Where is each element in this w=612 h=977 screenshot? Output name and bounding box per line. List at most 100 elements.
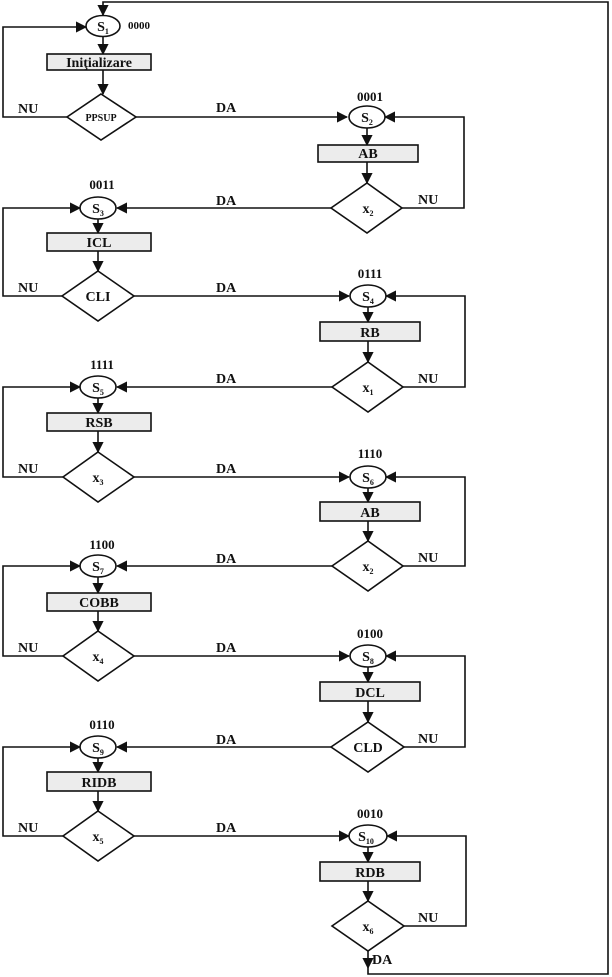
- edge-label-no: NU: [18, 462, 38, 477]
- edge-label-yes: DA: [216, 462, 237, 477]
- svg-text:Iniţializare: Iniţializare: [66, 56, 132, 71]
- svg-text:PPSUP: PPSUP: [85, 113, 116, 124]
- decision-cld: CLD: [329, 721, 406, 773]
- svg-text:ICL: ICL: [87, 236, 112, 251]
- edge-label-no: NU: [18, 102, 38, 117]
- edge-label-no: NU: [418, 551, 438, 566]
- svg-text:RIDB: RIDB: [81, 776, 116, 791]
- return-loop-line: [97, 1, 609, 975]
- loop-no-line: [2, 202, 82, 297]
- loop-no-line: [385, 830, 467, 927]
- action-box-ridb: RIDB: [46, 771, 152, 792]
- state-code-s1: 0000: [128, 20, 151, 32]
- action-box-rdb: RDB: [319, 861, 421, 882]
- edge-label-no: NU: [18, 641, 38, 656]
- svg-text:x3: x3: [93, 471, 104, 487]
- action-box-cobb: COBB: [46, 592, 152, 612]
- svg-text:RDB: RDB: [355, 866, 385, 881]
- decision-x3: x3: [61, 451, 136, 503]
- edge-label-yes: DA: [216, 372, 237, 387]
- state-code-s9: 0110: [89, 717, 114, 732]
- svg-text:x4: x4: [93, 650, 104, 666]
- action-box-ab: AB: [317, 144, 419, 163]
- loop-no-line: [2, 381, 82, 478]
- loop-no-line: [2, 741, 82, 837]
- decision-x5: x5: [61, 810, 136, 862]
- state-node-s6: S6: [349, 465, 387, 489]
- state-code-s10: 0010: [357, 806, 383, 821]
- edge-label-no: NU: [18, 281, 38, 296]
- svg-text:S6: S6: [362, 471, 374, 487]
- state-code-s4: 0111: [358, 266, 383, 281]
- svg-text:CLI: CLI: [86, 290, 111, 305]
- edge-label-yes: DA: [216, 641, 237, 656]
- loop-no-line: [2, 560, 82, 657]
- state-code-s8: 0100: [357, 626, 383, 641]
- svg-text:CLD: CLD: [353, 741, 383, 756]
- loop-no-line: [383, 111, 465, 209]
- action-box-dcl: DCL: [319, 681, 421, 702]
- action-box-icl: ICL: [46, 232, 152, 252]
- loop-no-line: [384, 650, 466, 748]
- decision-x1: x1: [330, 361, 405, 413]
- svg-text:S10: S10: [358, 830, 374, 846]
- loop-no-line: [2, 21, 88, 118]
- svg-text:x2: x2: [363, 202, 374, 218]
- edge-label-yes: DA: [216, 101, 237, 116]
- action-box-ab: AB: [319, 501, 421, 522]
- decision-ppsup: PPSUP: [65, 93, 138, 141]
- edge-label-no: NU: [418, 732, 438, 747]
- svg-text:x1: x1: [363, 381, 374, 397]
- state-code-s2: 0001: [357, 89, 383, 104]
- svg-text:COBB: COBB: [79, 596, 119, 611]
- state-node-s2: S2: [348, 105, 386, 129]
- svg-text:S7: S7: [92, 560, 104, 576]
- state-node-s8: S8: [349, 644, 387, 668]
- svg-text:AB: AB: [358, 147, 377, 162]
- decision-x2: x2: [329, 182, 404, 234]
- action-box-initializare: Iniţializare: [46, 53, 152, 71]
- svg-text:RSB: RSB: [85, 416, 112, 431]
- edge-label-yes: DA: [216, 281, 237, 296]
- svg-text:S9: S9: [92, 741, 104, 757]
- svg-text:x2: x2: [363, 560, 374, 576]
- svg-text:S2: S2: [361, 111, 373, 127]
- state-node-s9: S9: [79, 735, 117, 759]
- decision-x4: x4: [61, 630, 136, 682]
- state-node-s3: S3: [79, 196, 117, 220]
- state-code-s7: 1100: [89, 537, 114, 552]
- svg-text:x6: x6: [363, 920, 374, 936]
- action-box-rsb: RSB: [46, 412, 152, 432]
- edge-label-yes: DA: [372, 953, 393, 968]
- svg-text:S8: S8: [362, 650, 374, 666]
- loop-no-line: [384, 290, 466, 388]
- edge-label-yes: DA: [216, 733, 237, 748]
- edge-label-no: NU: [418, 372, 438, 387]
- action-box-rb: RB: [319, 321, 421, 342]
- state-node-s1: S1: [85, 14, 121, 38]
- edge-label-yes: DA: [216, 821, 237, 836]
- state-node-s7: S7: [79, 554, 117, 578]
- state-code-s6: 1110: [358, 446, 383, 461]
- svg-text:x5: x5: [93, 830, 104, 846]
- decision-x6: x6: [330, 900, 406, 952]
- svg-text:S4: S4: [362, 290, 374, 306]
- loop-no-line: [384, 471, 466, 567]
- svg-text:AB: AB: [360, 506, 379, 521]
- state-node-s10: S10: [348, 824, 388, 848]
- edge-label-no: NU: [418, 193, 438, 208]
- state-node-s5: S5: [79, 375, 117, 399]
- svg-text:S1: S1: [97, 20, 109, 36]
- edge-label-yes: DA: [216, 194, 237, 209]
- state-code-s3: 0011: [89, 177, 114, 192]
- edge-label-no: NU: [418, 911, 438, 926]
- svg-text:S5: S5: [92, 381, 104, 397]
- svg-text:RB: RB: [360, 326, 379, 341]
- edge-label-no: NU: [18, 821, 38, 836]
- decision-x2: x2: [330, 540, 405, 592]
- edge-label-yes: DA: [216, 552, 237, 567]
- state-code-s5: 1111: [90, 357, 114, 372]
- decision-cli: CLI: [60, 270, 136, 322]
- svg-text:S3: S3: [92, 202, 104, 218]
